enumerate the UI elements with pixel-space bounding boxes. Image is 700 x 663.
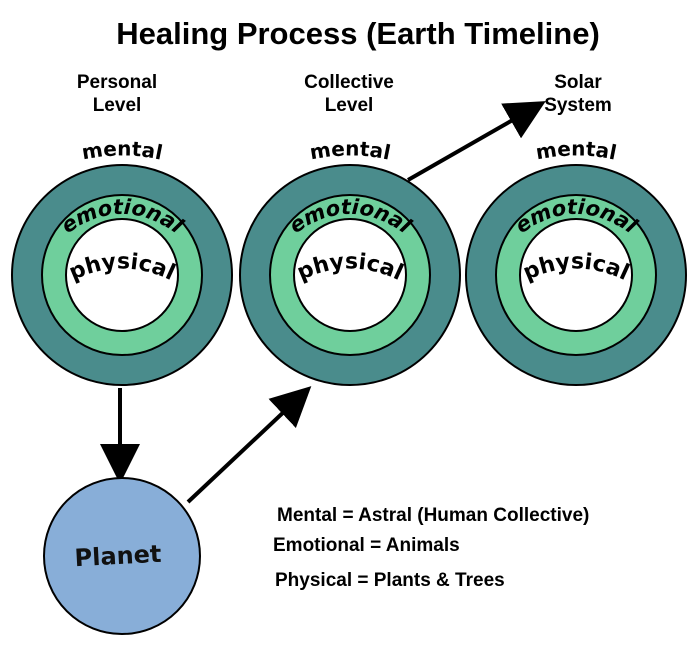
level-label-line1: Solar [554, 72, 602, 93]
level-label-line2: Level [93, 95, 142, 116]
physical-circle [519, 218, 633, 332]
level-label-collective: Collective Level [304, 72, 394, 116]
arrow-planet-to-collective [186, 386, 312, 504]
mental-label: mental [534, 136, 619, 164]
arrow-collective-to-solar [407, 101, 546, 182]
planet-node: Planet [43, 477, 201, 635]
ring-group-solar-system: mental emotional physical [465, 136, 687, 386]
physical-circle [293, 218, 407, 332]
level-label-solar-system: Solar System [544, 72, 612, 116]
mental-label: mental [308, 136, 393, 164]
ring-group-personal: mental emotional physical [11, 136, 233, 386]
level-label-line1: Personal [77, 72, 157, 93]
legend: Mental = Astral (Human Collective) Emoti… [273, 505, 589, 591]
ring-group-collective: mental emotional physical [239, 136, 461, 386]
legend-item-mental: Mental = Astral (Human Collective) [277, 505, 589, 526]
level-label-line2: System [544, 95, 612, 116]
legend-item-physical: Physical = Plants & Trees [275, 570, 505, 591]
diagram-title: Healing Process (Earth Timeline) [116, 16, 600, 51]
legend-item-emotional: Emotional = Animals [273, 535, 460, 556]
mental-label: mental [80, 136, 165, 164]
planet-label: Planet [74, 540, 162, 573]
planet-circle [43, 477, 201, 635]
level-label-personal: Personal Level [77, 72, 157, 116]
level-label-line2: Level [325, 95, 374, 116]
physical-circle [65, 218, 179, 332]
level-label-line1: Collective [304, 72, 394, 93]
